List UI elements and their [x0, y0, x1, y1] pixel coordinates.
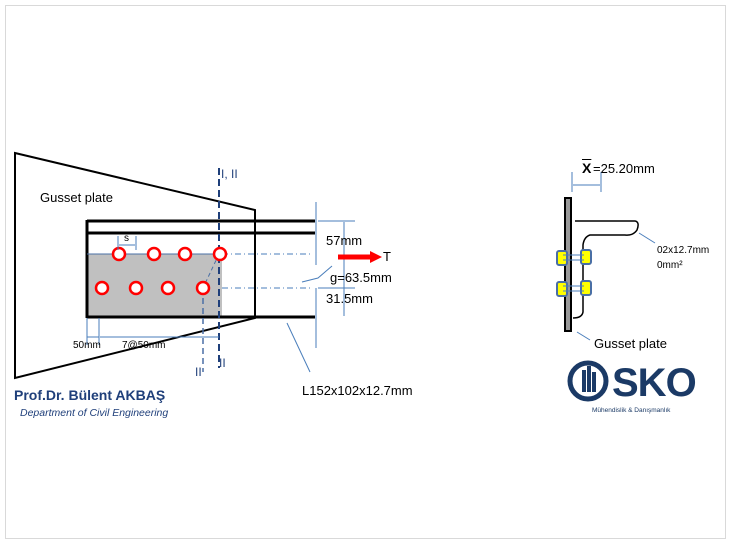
callout-leader	[638, 232, 656, 244]
bolt-pitch-label: 7@50mm	[122, 340, 166, 351]
bolt-hole	[128, 280, 144, 296]
xbar-value: =25.20mm	[593, 161, 655, 176]
gusset-leader	[576, 331, 591, 341]
edge-distance-label: 50mm	[73, 340, 101, 351]
dim-top-label: 57mm	[326, 233, 363, 248]
logo-text: SKO	[612, 361, 697, 405]
author-name: Prof.Dr. Bülent AKBAŞ	[14, 387, 166, 403]
spacing-label: s	[124, 233, 129, 244]
angle-label-leader	[286, 322, 311, 373]
xbar-symbol: X	[582, 160, 592, 176]
sko-logo-icon	[567, 360, 609, 402]
gage-zigzag	[301, 265, 333, 283]
dim-bottom-label: 31.5mm	[326, 291, 373, 306]
bolt-hole	[177, 246, 193, 262]
section-label-bottom-left: II	[195, 365, 202, 379]
bolt-head	[556, 281, 568, 297]
bolt-hole	[146, 246, 162, 262]
bolts-section	[556, 249, 592, 297]
bolt-holes	[94, 246, 228, 296]
angle-section-label: L152x102x12.7mm	[302, 383, 413, 398]
callout-line2: 0mm²	[657, 260, 683, 271]
force-label: T	[383, 249, 391, 264]
department: Department of Civil Engineering	[20, 407, 169, 419]
callout-line1: 02x12.7mm	[657, 245, 710, 256]
gusset-plate-section-label: Gusset plate	[594, 336, 667, 351]
bolt-hole	[111, 246, 127, 262]
bolt-nut	[580, 280, 592, 296]
logo-subtitle: Mühendislik & Danışmanlık	[592, 407, 671, 414]
bolt-nut	[580, 249, 592, 265]
bolt-hole	[212, 246, 228, 262]
gage-label: g=63.5mm	[330, 270, 392, 285]
angle-section	[572, 220, 639, 319]
section-label-bottom-right: II	[219, 356, 226, 370]
bolt-head	[556, 250, 568, 266]
bolt-hole	[195, 280, 211, 296]
bolt-hole	[94, 280, 110, 296]
force-arrow-head	[370, 251, 382, 263]
section-label-top: I, II	[221, 167, 238, 181]
bolt-hole	[160, 280, 176, 296]
gusset-plate-label: Gusset plate	[40, 190, 113, 205]
slide-frame	[5, 5, 726, 539]
